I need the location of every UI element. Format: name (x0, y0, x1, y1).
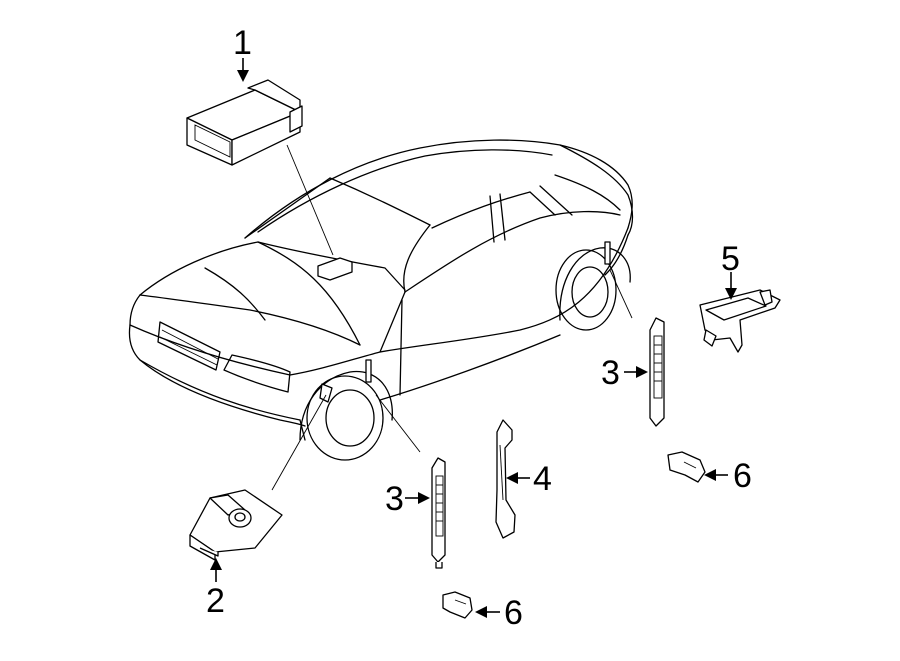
clip-part-right (667, 451, 706, 483)
clip-part-lower (442, 591, 473, 619)
leader-lines (271, 144, 633, 491)
receiver-module-part (699, 289, 781, 353)
callout-5: 5 (721, 240, 740, 278)
callout-4: 4 (533, 460, 552, 498)
callout-2: 2 (206, 582, 225, 620)
callout-6-right: 6 (733, 457, 752, 495)
antenna-part-left (431, 457, 446, 569)
bracket-part (495, 419, 516, 539)
vehicle-outline (128, 139, 634, 461)
control-module-part (186, 79, 303, 166)
antenna-part-right (649, 317, 665, 427)
callout-arrows (210, 58, 737, 618)
callout-3-lower: 3 (385, 480, 404, 518)
tpms-sensor-part (189, 489, 283, 561)
callout-1: 1 (233, 24, 252, 62)
callout-6-lower: 6 (504, 594, 523, 632)
callout-3-right: 3 (601, 354, 620, 392)
